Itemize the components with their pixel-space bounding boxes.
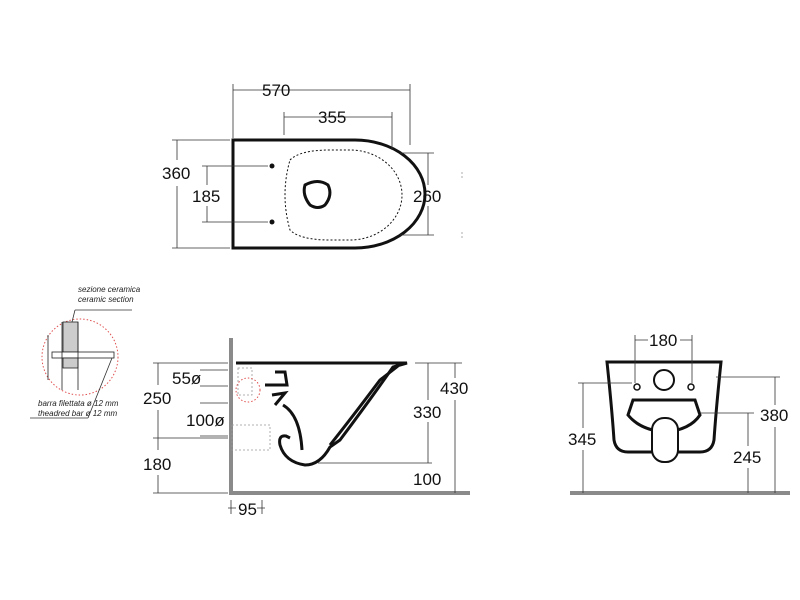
dim-260: 260 bbox=[413, 187, 441, 206]
dim-100-diameter: 100ø bbox=[186, 411, 225, 430]
dim-570: 570 bbox=[262, 81, 290, 100]
dim-front-180: 180 bbox=[649, 331, 677, 350]
dim-330: 330 bbox=[413, 403, 441, 422]
dim-355: 355 bbox=[318, 108, 346, 127]
dim-345: 345 bbox=[568, 430, 596, 449]
dim-360: 360 bbox=[162, 164, 190, 183]
side-view: 250 180 55ø 100ø 430 330 100 95 bbox=[143, 338, 470, 519]
dim-380: 380 bbox=[760, 406, 788, 425]
fixing-hole bbox=[269, 219, 275, 225]
dim-250: 250 bbox=[143, 389, 171, 408]
label-threaded-bar: theadred bar ø 12 mm bbox=[38, 409, 117, 418]
dim-95: 95 bbox=[238, 500, 257, 519]
drain-opening bbox=[302, 180, 332, 209]
label-barra-filettata: barra filettata ø 12 mm bbox=[38, 399, 119, 408]
dim-55: 55ø bbox=[172, 369, 201, 388]
detail-section: sezione ceramica ceramic section barra f… bbox=[30, 285, 141, 419]
seat-opening bbox=[284, 149, 403, 241]
dim-100: 100 bbox=[413, 470, 441, 489]
detail-circle bbox=[41, 318, 119, 396]
dim-180: 180 bbox=[143, 455, 171, 474]
wall-and-floor bbox=[229, 338, 302, 495]
fixing-hole bbox=[269, 163, 275, 169]
dim-245: 245 bbox=[733, 448, 761, 467]
label-sezione-ceramica: sezione ceramica bbox=[78, 285, 141, 294]
label-ceramic-section: ceramic section bbox=[78, 295, 134, 304]
top-view: 570 355 360 185 260 bbox=[162, 81, 463, 250]
front-view: 180 345 380 245 bbox=[568, 331, 790, 495]
top-outline bbox=[231, 138, 427, 250]
dim-430: 430 bbox=[440, 379, 468, 398]
dim-185: 185 bbox=[192, 187, 220, 206]
